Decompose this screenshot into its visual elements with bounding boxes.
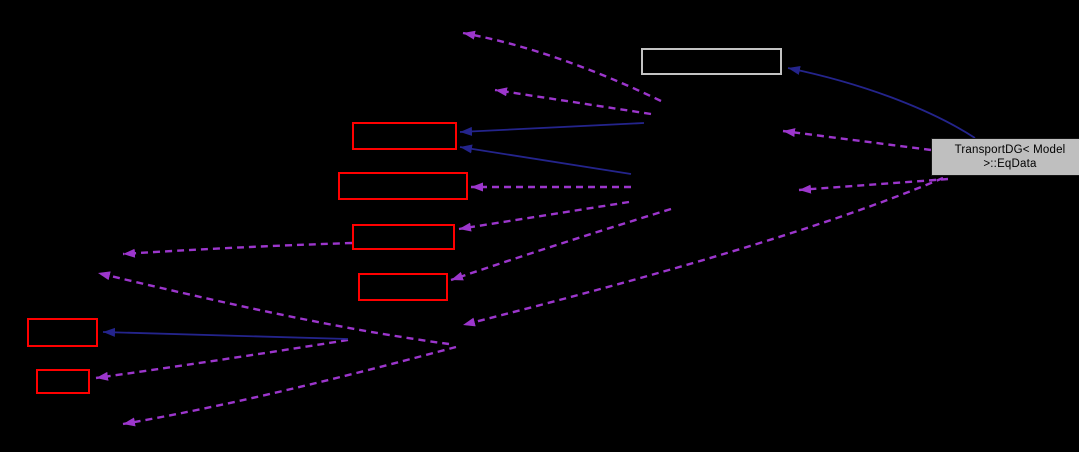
main-node-label-line2: >::EqData — [983, 158, 1037, 170]
node-plain-top[interactable] — [641, 48, 782, 75]
edge-usage-main-to-hub2 — [798, 177, 949, 194]
edge-usage-upper-left-1 — [462, 30, 662, 103]
main-node-label-line1: TransportDG< Model — [954, 144, 1066, 156]
edge-usage-left-hub-up — [97, 271, 450, 346]
edge-usage-left-hub-down — [122, 345, 457, 427]
edge-usage-to-box-f — [95, 338, 349, 381]
node-truncated-b[interactable] — [338, 172, 468, 200]
node-truncated-d[interactable] — [358, 273, 448, 301]
edge-inherit-main-to-plain — [787, 66, 976, 139]
edge-inherit-to-box-e — [102, 327, 349, 340]
edge-usage-main-to-hub1 — [782, 128, 932, 152]
edge-usage-main-to-left-hub — [462, 176, 944, 327]
edge-inherit-to-box-a-2 — [459, 144, 632, 175]
node-main-eqdata[interactable]: TransportDG< Model >::EqData — [931, 138, 1079, 176]
node-truncated-f[interactable] — [36, 369, 90, 394]
edge-usage-box-c-left — [122, 241, 353, 258]
edge-inherit-to-box-a-1 — [459, 122, 645, 136]
node-truncated-a[interactable] — [352, 122, 457, 150]
node-truncated-e[interactable] — [27, 318, 98, 347]
node-truncated-c[interactable] — [352, 224, 455, 250]
edge-usage-to-box-d — [450, 207, 672, 282]
edge-usage-to-box-c — [458, 200, 630, 232]
edge-usage-upper-left-2 — [494, 87, 652, 116]
